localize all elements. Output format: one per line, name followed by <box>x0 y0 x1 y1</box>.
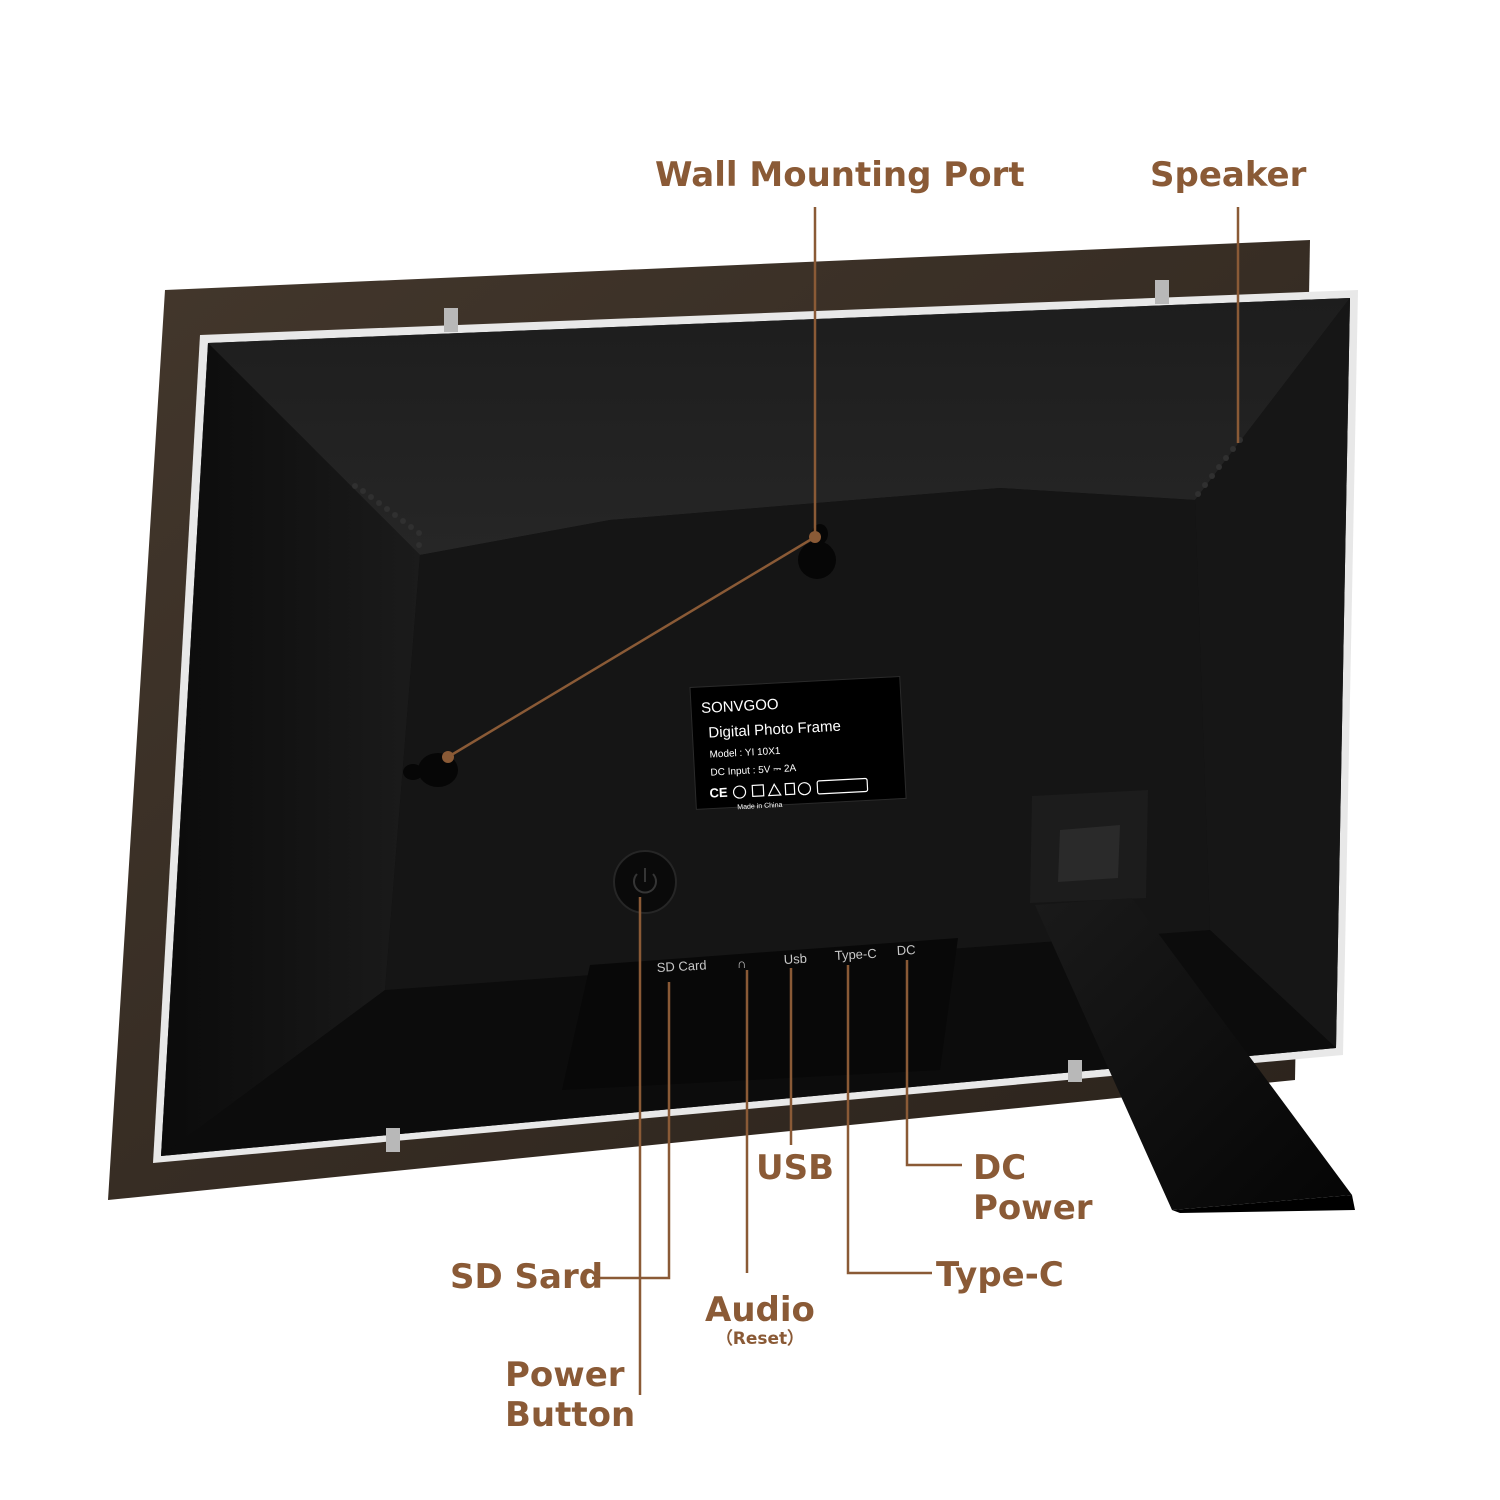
callout-dc-power: DC Power <box>973 1148 1093 1228</box>
stand-leg <box>1035 898 1352 1210</box>
label-origin: Made in China <box>737 802 783 811</box>
product-label: SONVGOO Digital Photo Frame Model : YI 1… <box>689 676 907 811</box>
label-model: Model : YI 10X1 <box>709 746 781 761</box>
power-button[interactable] <box>613 850 677 914</box>
callout-sd-card: SD Sard <box>450 1257 604 1297</box>
leader-lines <box>447 207 1240 1395</box>
port-label-dc: DC <box>896 942 916 958</box>
frame-clip-bottom-right <box>1068 1060 1082 1082</box>
port-strip <box>562 938 958 1090</box>
label-certification-marks: CE <box>709 785 728 801</box>
frame-clip-top-left <box>444 308 458 332</box>
port-label-audio-icon: ∩ <box>737 956 746 971</box>
frame-clip-bottom-left <box>386 1128 400 1152</box>
leader-sd-card <box>592 982 671 1280</box>
leader-type-c <box>846 965 932 1275</box>
port-label-sd-card: SD Card <box>656 957 707 975</box>
label-brand: SONVGOO <box>701 696 779 717</box>
callout-audio-sub: （Reset） <box>715 1329 805 1349</box>
label-dc-input: DC Input : 5V ⎓ 2A <box>710 763 797 778</box>
back-panel-top-facet <box>208 298 1350 555</box>
callout-usb: USB <box>756 1148 835 1188</box>
certification-icons <box>732 777 869 799</box>
speaker-grille-left <box>352 483 422 548</box>
port-label-type-c: Type-C <box>834 946 877 963</box>
callout-type-c: Type-C <box>936 1255 1064 1295</box>
frame-clip-top-right <box>1155 280 1169 304</box>
stand-mount-center <box>1058 825 1120 882</box>
callout-audio: Audio （Reset） <box>705 1290 815 1348</box>
back-panel-right-facet <box>1195 298 1350 1048</box>
leader-dots <box>442 531 821 763</box>
label-product-name: Digital Photo Frame <box>708 718 841 742</box>
port-label-usb: Usb <box>783 951 807 967</box>
leader-wall-mount-diagonal <box>447 535 816 759</box>
callout-audio-label: Audio <box>705 1290 815 1330</box>
callout-speaker: Speaker <box>1150 155 1307 195</box>
back-panel-left-facet <box>161 343 420 1156</box>
leader-dc <box>905 960 962 1167</box>
callout-power-button: Power Button <box>505 1355 636 1435</box>
stand-foot <box>1172 1195 1355 1213</box>
callout-wall-mounting-port: Wall Mounting Port <box>655 155 1025 195</box>
